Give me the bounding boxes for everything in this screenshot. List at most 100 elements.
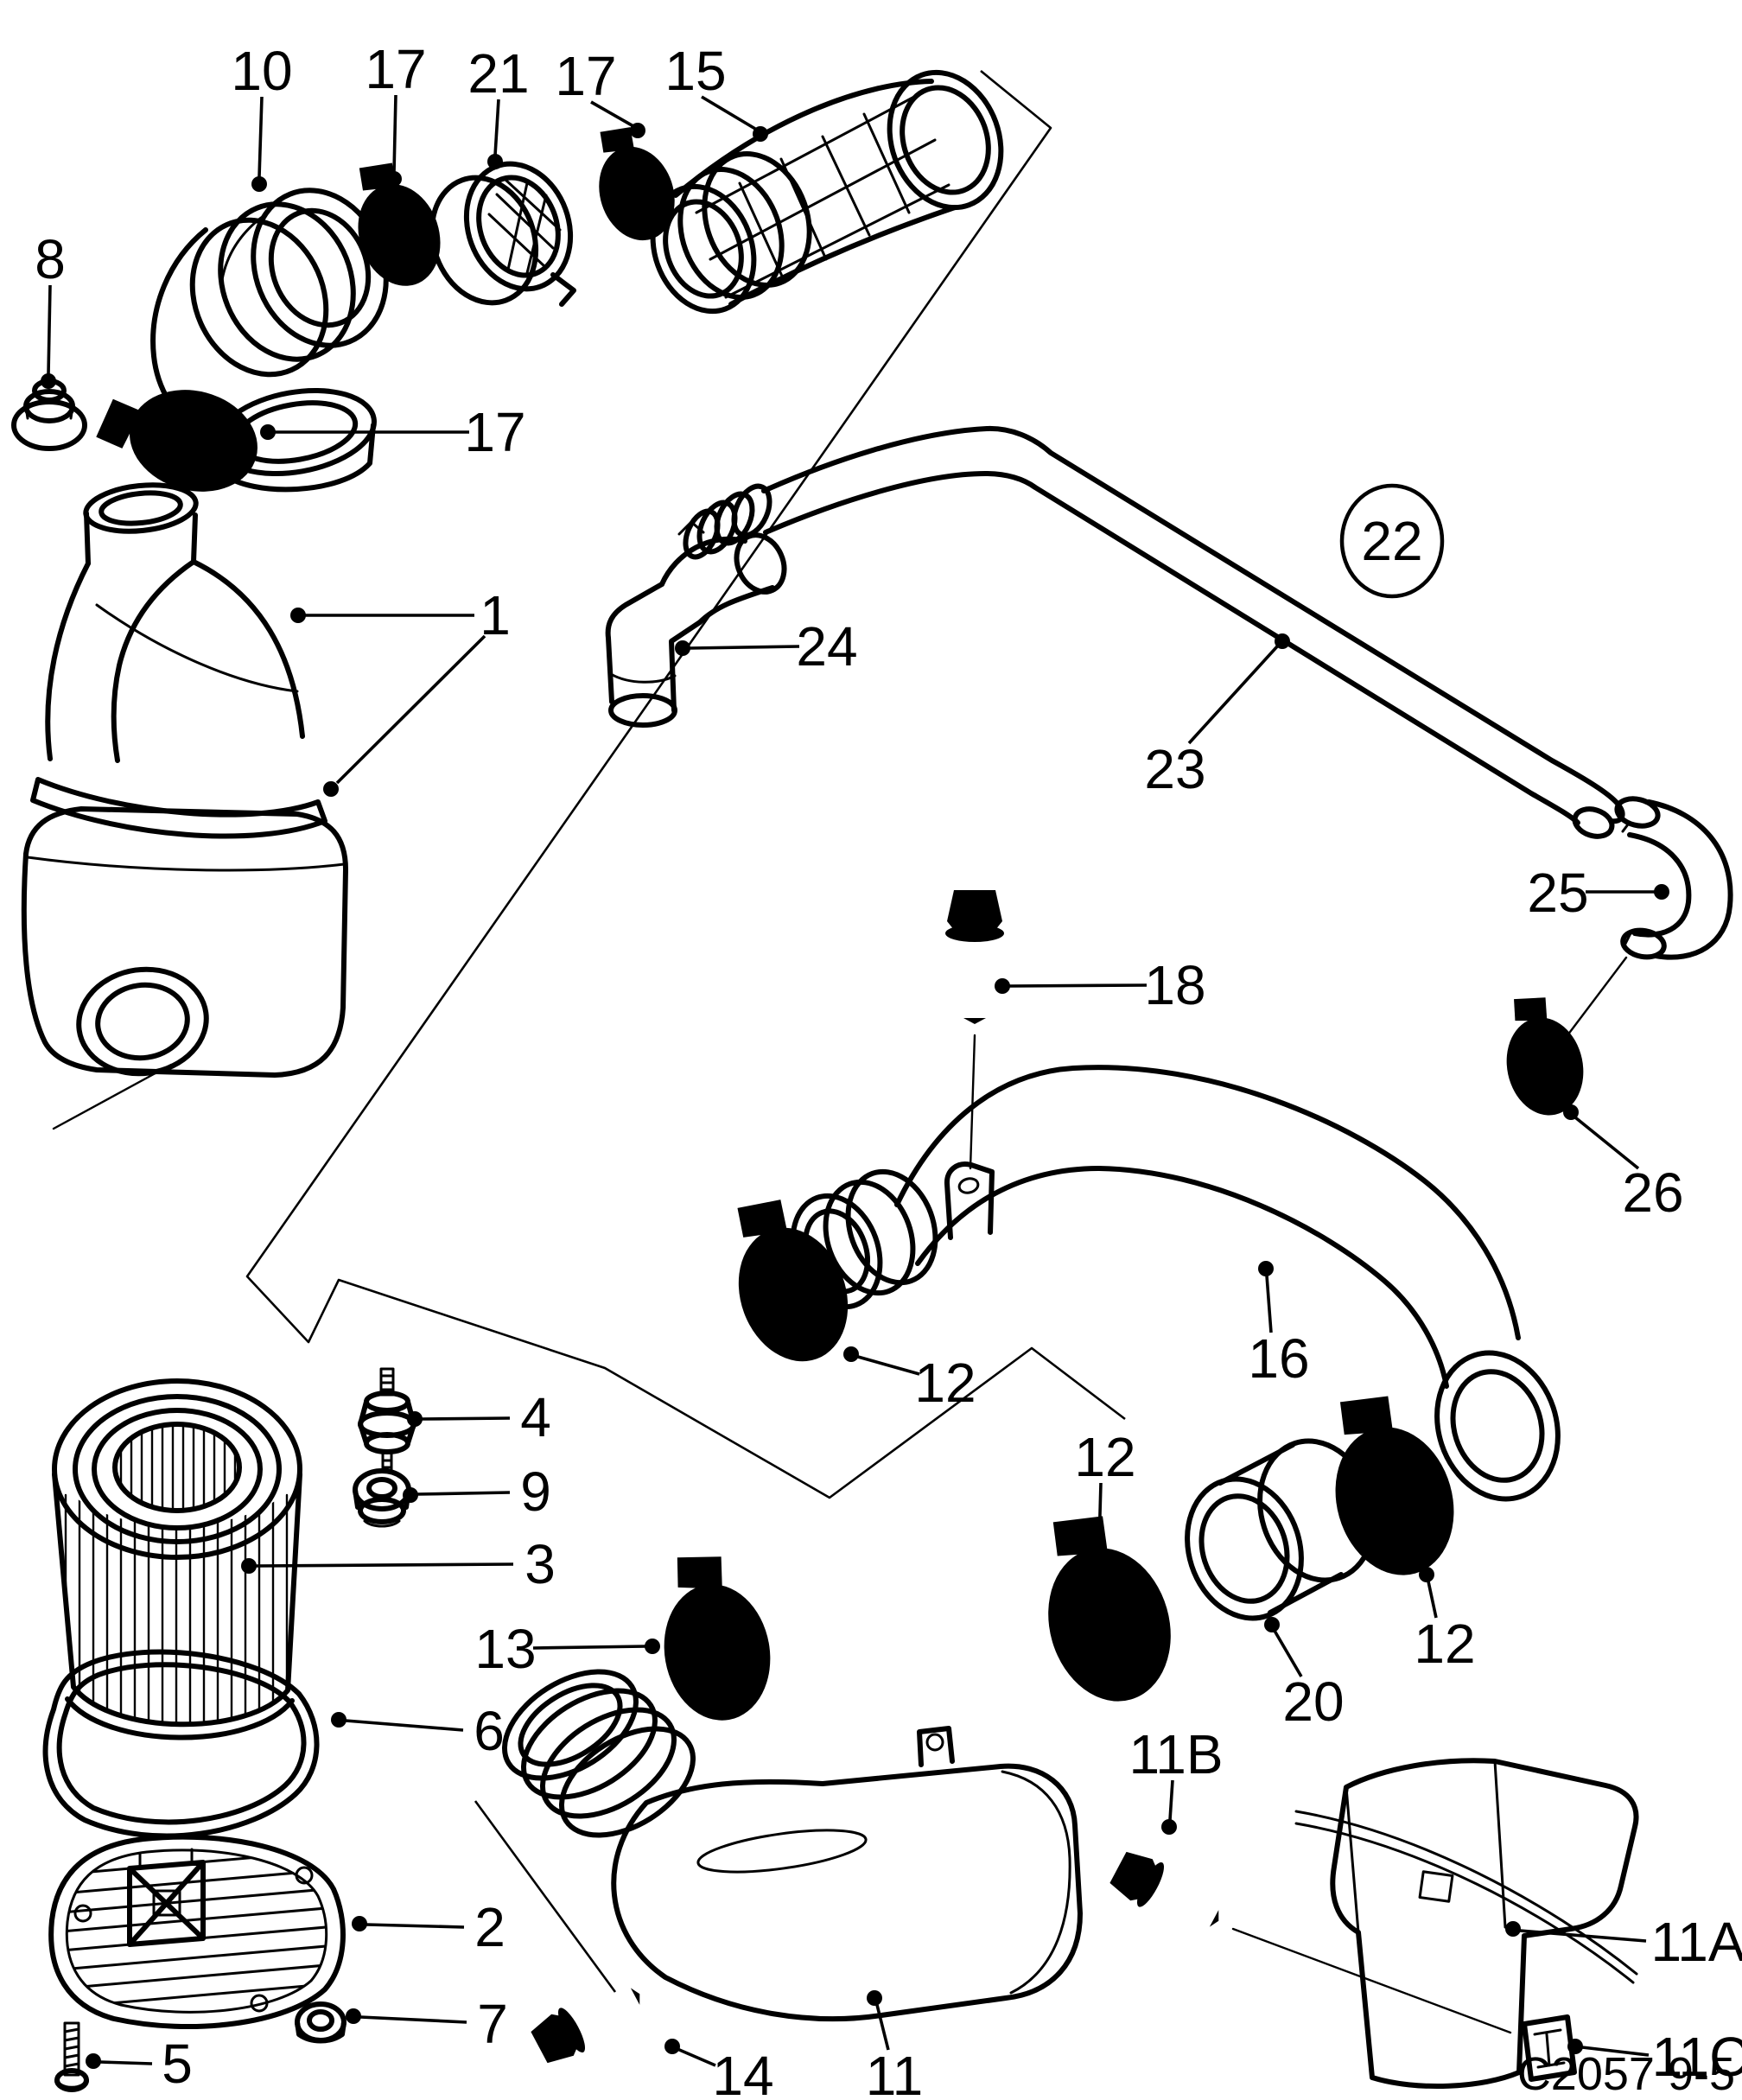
- leader-dot: [352, 1916, 367, 1931]
- leader-dot: [251, 176, 267, 192]
- callout-label: 3: [525, 1533, 556, 1595]
- callout-label: 14: [712, 2045, 773, 2100]
- intake-duct-16: [790, 1034, 1561, 1502]
- leader-dot: [843, 1346, 859, 1362]
- callout-17: 17: [260, 401, 526, 463]
- callout-label: 22: [1361, 510, 1422, 572]
- callout-11B: 11B: [1128, 1723, 1224, 1835]
- leader-dot: [1264, 1617, 1280, 1632]
- vent-hose-25: [1561, 796, 1733, 1044]
- callout-label: 13: [474, 1618, 536, 1680]
- leader-line: [1187, 644, 1280, 745]
- callout-label: 7: [477, 1993, 508, 2055]
- leader-dot: [290, 608, 306, 623]
- leader-dot: [41, 373, 56, 389]
- leader-dot: [630, 123, 645, 138]
- grommet-8: [11, 379, 87, 451]
- callout-25: 25: [1527, 862, 1669, 924]
- leader-line: [1273, 1630, 1303, 1677]
- callout-22: 22: [1339, 483, 1445, 599]
- leader-line: [1168, 1779, 1174, 1821]
- callout-label: 8: [35, 228, 66, 290]
- leader-dot: [664, 2039, 680, 2054]
- group-boundary-line-2: [474, 1800, 617, 1993]
- leader-line: [1265, 1275, 1273, 1333]
- leader-dot: [1419, 1567, 1434, 1582]
- leader-line: [47, 284, 52, 375]
- leader-dot: [323, 781, 339, 797]
- nut-7: [295, 2001, 346, 2044]
- callout-12: 12: [1074, 1426, 1136, 1559]
- clip-11C: [1522, 2014, 1577, 2082]
- callout-label: 12: [1414, 1613, 1475, 1675]
- leader-line: [1427, 1581, 1438, 1619]
- callout-label: 2: [474, 1896, 505, 1958]
- mass-airflow-sensor-21: [429, 161, 576, 307]
- callout-17: 17: [365, 38, 427, 187]
- leader-dot: [1258, 1261, 1274, 1276]
- rubber-sleeve-20: [1185, 1438, 1376, 1621]
- group-boundary-line: [245, 69, 1126, 1499]
- callout-9: 9: [403, 1460, 551, 1523]
- callout-label: 11C: [1652, 2026, 1742, 2088]
- leader-line: [392, 94, 397, 174]
- callout-label: 17: [555, 45, 616, 107]
- hose-clamp-12-left: [709, 1182, 867, 1378]
- callout-label: 17: [365, 38, 426, 100]
- leader-line: [255, 1562, 514, 1568]
- leader-line: [857, 1355, 920, 1376]
- air-cleaner-cover-1: [30, 482, 327, 839]
- callout-label: 9: [520, 1460, 551, 1523]
- leader-line: [1519, 1929, 1647, 1943]
- callout-11C: 11C: [1567, 2026, 1742, 2088]
- vent-valve-4: [358, 1367, 416, 1473]
- callout-label: 21: [467, 42, 529, 105]
- leader-dot: [1275, 633, 1290, 649]
- callout-label: 15: [664, 40, 726, 102]
- callout-20: 20: [1264, 1617, 1345, 1733]
- callout-label: 4: [520, 1386, 551, 1448]
- leader-dot: [1567, 2039, 1583, 2054]
- bolt-14: [527, 1971, 652, 2070]
- leader-line: [421, 1416, 511, 1421]
- bolt-11B: [1106, 1845, 1512, 2034]
- callout-11: 11: [866, 1990, 923, 2100]
- callout-label: 6: [474, 1700, 505, 1762]
- leader-dot: [1091, 1543, 1107, 1559]
- callout-label: 17: [464, 401, 525, 463]
- leader-dot: [1505, 1921, 1521, 1937]
- leader-line: [1097, 1482, 1103, 1545]
- callout-label: 11: [866, 2045, 923, 2100]
- callout-label: 1: [480, 584, 511, 646]
- callout-label: 5: [162, 2033, 193, 2095]
- callout-13: 13: [474, 1618, 660, 1680]
- air-cleaner-housing-1: [21, 806, 348, 1130]
- leader-line: [590, 100, 634, 128]
- callout-10: 10: [231, 40, 293, 192]
- callout-18: 18: [995, 954, 1206, 1016]
- callout-3: 3: [241, 1533, 556, 1595]
- leader-dot: [241, 1558, 257, 1574]
- leader-dot: [407, 1411, 423, 1427]
- leader-line: [875, 2004, 890, 2051]
- leader-dot: [487, 154, 503, 169]
- callout-4: 4: [407, 1386, 551, 1448]
- callout-label: 16: [1248, 1327, 1309, 1390]
- leader-line: [493, 99, 500, 156]
- leader-line: [359, 2015, 467, 2024]
- callout-label: 23: [1144, 738, 1205, 800]
- leader-dot: [86, 2053, 101, 2069]
- leader-dot: [645, 1639, 660, 1654]
- leader-line: [335, 634, 486, 785]
- intake-duct-11: [501, 1669, 1083, 2022]
- callout-26: 26: [1563, 1104, 1684, 1224]
- resonator-11A: [1294, 1758, 1639, 2090]
- callout-label: 12: [1074, 1426, 1135, 1488]
- leader-line: [345, 1719, 464, 1732]
- leader-line: [257, 96, 264, 178]
- callout-16: 16: [1248, 1261, 1310, 1390]
- screw-5: [54, 2021, 89, 2092]
